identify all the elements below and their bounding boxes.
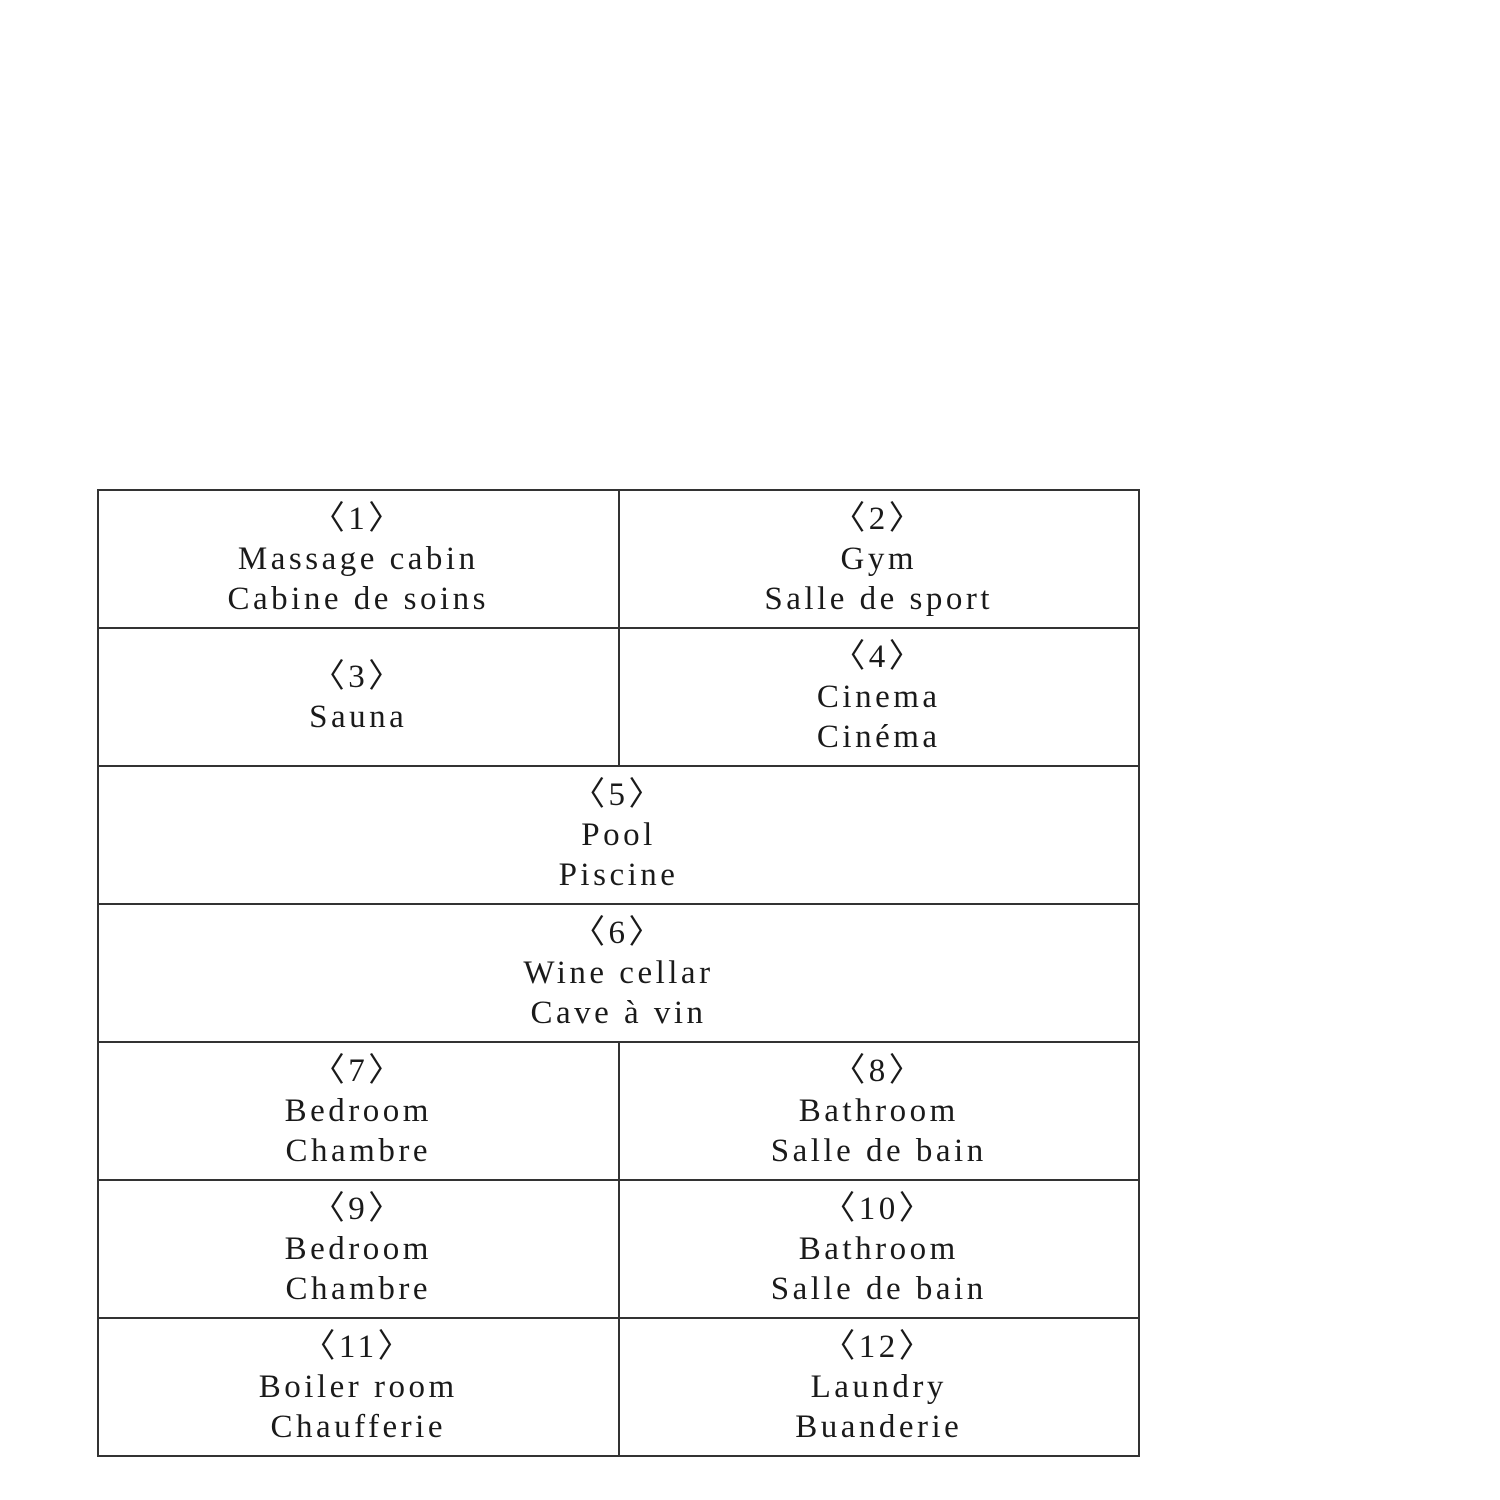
room-name-english: Bathroom [798,1231,959,1267]
room-name-english: Bedroom [284,1231,432,1267]
room-name-french: Salle de sport [764,581,994,617]
room-name-french: Chambre [285,1133,431,1169]
room-name-french: Chambre [285,1271,431,1307]
room-number: 〈12〉 [822,1329,936,1365]
room-name-english: Bedroom [284,1093,432,1129]
room-name-english: Bathroom [798,1093,959,1129]
room-number: 〈9〉 [311,1191,405,1227]
room-number: 〈3〉 [311,659,405,695]
room-name-french: Salle de bain [770,1271,987,1307]
room-name-english: Massage cabin [237,541,479,577]
room-name-english: Wine cellar [523,955,714,991]
room-name-french: Piscine [558,857,679,893]
room-number: 〈1〉 [311,501,405,537]
room-number: 〈5〉 [572,777,665,813]
room-name-english: Pool [581,817,656,853]
room-number: 〈11〉 [302,1329,415,1365]
room-name-english: Laundry [810,1369,947,1405]
room-number: 〈2〉 [832,501,926,537]
room-number: 〈8〉 [832,1053,926,1089]
room-name-english: Gym [840,541,917,577]
room-cell: 〈3〉 Sauna [97,627,620,767]
room-name-english: Sauna [309,699,408,735]
room-name-french: Cave à vin [530,995,707,1031]
room-name-french: Chaufferie [270,1409,446,1445]
room-number: 〈7〉 [311,1053,405,1089]
room-number: 〈4〉 [832,639,926,675]
room-name-french: Cinéma [816,719,941,755]
room-name-french: Buanderie [795,1409,963,1445]
room-name-english: Boiler room [258,1369,458,1405]
room-number: 〈6〉 [572,915,665,951]
room-name-french: Salle de bain [770,1133,987,1169]
room-name-french: Cabine de soins [227,581,489,617]
room-name-english: Cinema [816,679,941,715]
room-number: 〈10〉 [822,1191,936,1227]
